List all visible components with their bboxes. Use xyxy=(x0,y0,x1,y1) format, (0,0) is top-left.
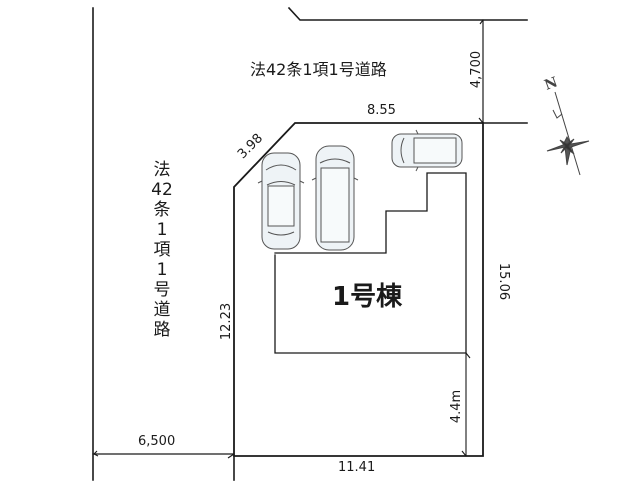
north-road-width-dimension: 4,700 xyxy=(469,50,485,89)
north-road-label: 法42条1項1号道路 xyxy=(250,60,387,79)
east-side-dimension: 15.06 xyxy=(496,262,512,301)
car-minivan-icon xyxy=(311,145,359,251)
north-road-boundary xyxy=(287,6,528,21)
car-sedan-icon xyxy=(257,152,305,250)
west-side-dimension: 12.23 xyxy=(219,302,235,341)
building-setback-dimension: 4.4m xyxy=(449,389,465,424)
west-road-width-dimension: 6,500 xyxy=(138,434,176,449)
frontage-north-dimension: 8.55 xyxy=(367,103,396,118)
building-outline xyxy=(274,172,467,354)
lot-boundary xyxy=(233,122,484,457)
building-label: 1号棟 xyxy=(332,282,403,312)
svg-text:N: N xyxy=(542,74,560,93)
west-road-label: 法42条1項1号道路 xyxy=(151,160,173,340)
car-compact-icon xyxy=(391,129,463,172)
north-compass-icon: N xyxy=(542,74,590,176)
south-side-dimension: 11.41 xyxy=(338,460,376,475)
